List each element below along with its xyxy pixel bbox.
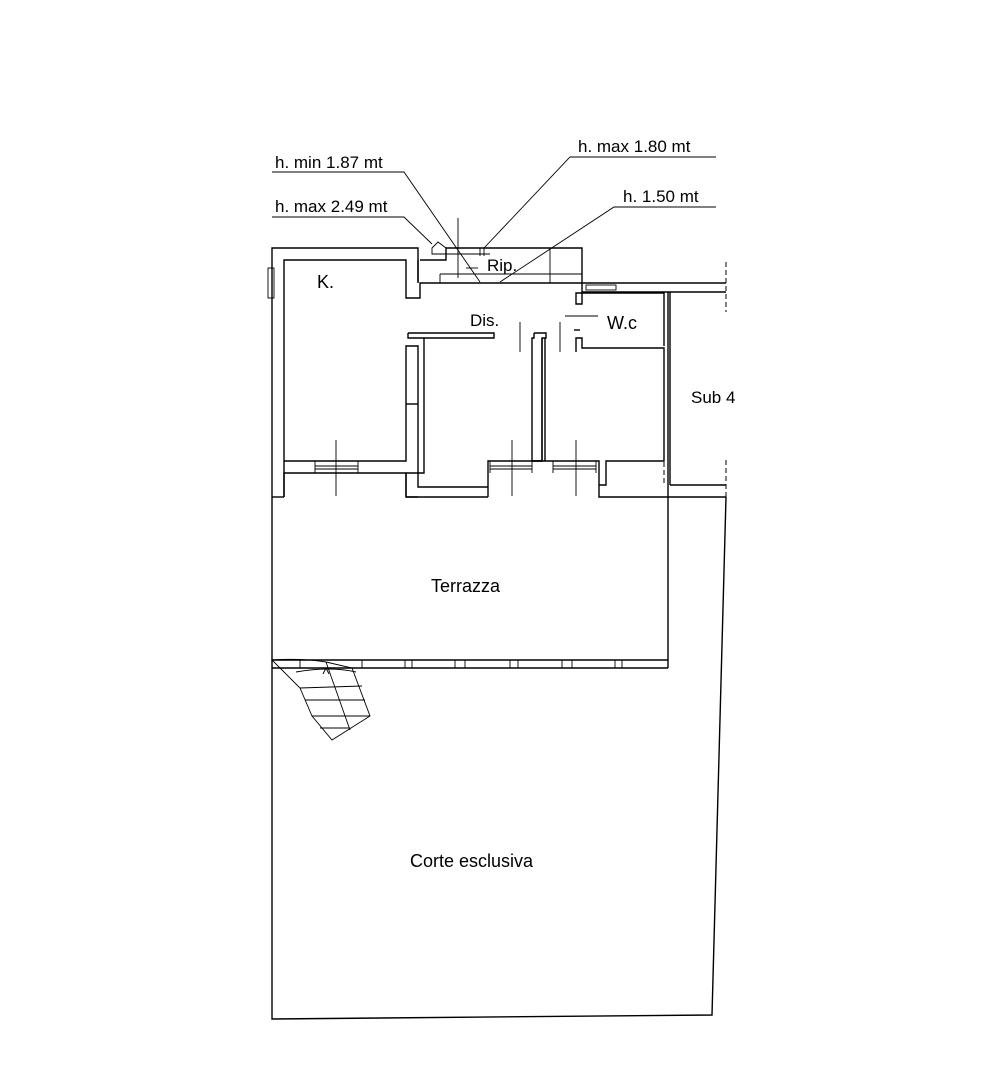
curved-stair: [270, 658, 371, 741]
room-label-sub4: Sub 4: [691, 388, 735, 407]
label-h-min-187: h. min 1.87 mt: [275, 153, 383, 172]
label-h-max-180: h. max 1.80 mt: [578, 137, 691, 156]
room-label-hallway: Dis.: [470, 311, 499, 330]
room-label-storage: Rip.: [487, 256, 517, 275]
courtyard-boundary: [271, 496, 727, 1020]
room-label-terrace: Terrazza: [431, 576, 501, 596]
room-label-courtyard: Corte esclusiva: [410, 851, 534, 871]
annotation-leaders: [272, 156, 716, 283]
room-label-wc: W.c: [607, 313, 637, 333]
terrace-outline: [272, 497, 669, 669]
label-h-max-249: h. max 2.49 mt: [275, 197, 388, 216]
storage-area: [417, 218, 583, 283]
label-h-150: h. 1.50 mt: [623, 187, 699, 206]
building-walls: [267, 247, 727, 498]
room-label-kitchen: K.: [317, 272, 334, 292]
